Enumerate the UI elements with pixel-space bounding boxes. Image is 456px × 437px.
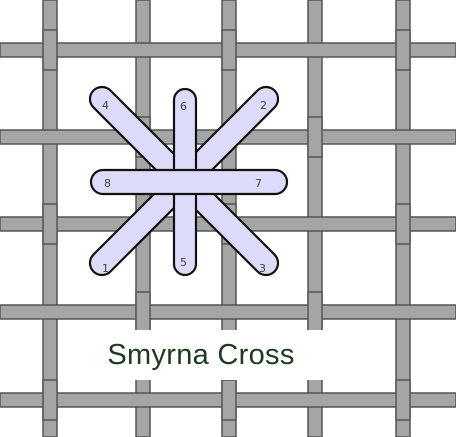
weave-segment	[136, 292, 150, 332]
weave-segment	[308, 117, 322, 157]
stitch-label-2: 2	[260, 99, 267, 112]
stitch-label-1: 1	[102, 262, 109, 275]
stitch-label-3: 3	[259, 262, 266, 275]
weave-segment	[43, 30, 57, 70]
weave-segment	[396, 204, 410, 244]
weave-segment	[222, 380, 236, 420]
stitch-label-6: 6	[180, 100, 187, 113]
weave-segment	[43, 380, 57, 420]
stitch-label-5: 5	[180, 256, 187, 269]
weave-segment	[222, 30, 236, 70]
horizontal-thread	[0, 305, 456, 319]
stitch-label-4: 4	[102, 99, 109, 112]
stitch-label-8: 8	[104, 177, 111, 190]
diagram-title: Smyrna Cross	[107, 339, 294, 372]
caption-box: Smyrna Cross	[77, 330, 325, 380]
weave-segment	[396, 30, 410, 70]
weave-segment	[308, 292, 322, 332]
stitch-label-7: 7	[255, 177, 262, 190]
weave-segment	[396, 380, 410, 420]
weave-segment	[43, 204, 57, 244]
